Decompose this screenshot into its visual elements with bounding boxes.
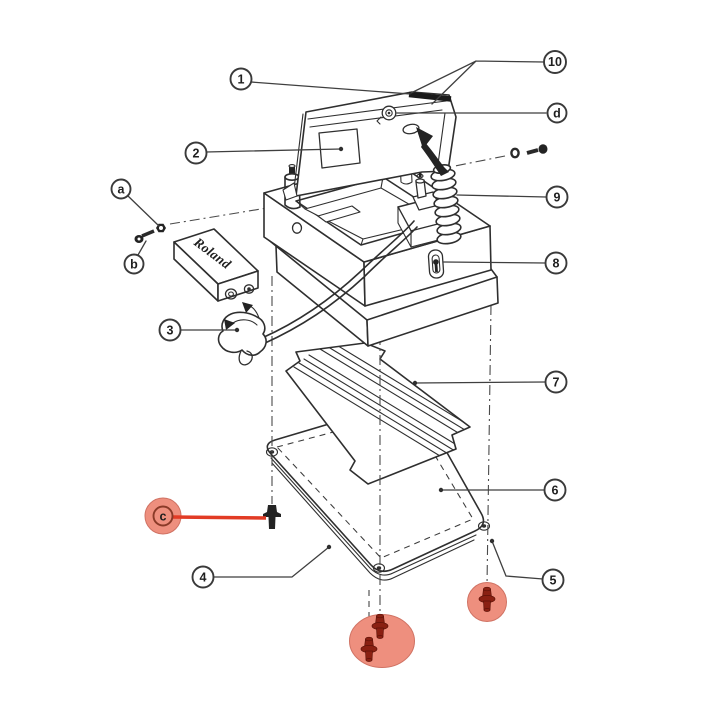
wire-harness	[261, 220, 418, 345]
treadle-edge-bumper	[408, 91, 452, 102]
callout-3: 3	[158, 318, 182, 342]
screw-d	[510, 144, 548, 159]
plate-corner-hole	[372, 563, 386, 573]
svg-text:7: 7	[553, 376, 560, 390]
svg-text:10: 10	[548, 55, 562, 69]
grommet	[376, 105, 397, 125]
battery: Roland	[173, 228, 259, 302]
callout-a: a	[110, 178, 132, 200]
spring-direction-arrow	[416, 127, 449, 176]
callout-5: 5	[541, 568, 565, 592]
callout-7: 7	[544, 370, 568, 394]
svg-text:a: a	[118, 183, 126, 197]
callout-b: b	[123, 253, 145, 275]
svg-text:b: b	[130, 258, 138, 272]
callout-c: c	[152, 505, 174, 527]
footswitch	[412, 169, 440, 211]
svg-text:5: 5	[550, 574, 557, 588]
battery-terminal	[224, 288, 238, 300]
battery-snap	[217, 302, 267, 366]
svg-text:4: 4	[200, 571, 207, 585]
highlighted-screw	[478, 586, 496, 612]
callout-2: 2	[184, 141, 208, 165]
callout-6: 6	[543, 478, 567, 502]
highlight-leader-line	[171, 515, 267, 520]
leader-lines	[127, 60, 547, 580]
jack-slot	[427, 249, 445, 279]
svg-text:3: 3	[167, 324, 174, 338]
assembly-centerlines	[169, 155, 506, 644]
callout-8: 8	[544, 251, 568, 275]
screw-c	[263, 505, 281, 529]
svg-text:9: 9	[554, 191, 561, 205]
sheet-ridges	[293, 343, 470, 460]
callout-4: 4	[191, 565, 215, 589]
svg-text:6: 6	[552, 484, 559, 498]
callout-d: d	[546, 102, 568, 124]
insulation-sheet	[285, 342, 471, 485]
callout-10: 10	[543, 50, 567, 74]
plate-corner-hole	[477, 521, 491, 531]
svg-text:8: 8	[553, 257, 560, 271]
screw-b	[134, 229, 155, 243]
svg-text:d: d	[553, 107, 561, 121]
callouts: 1 2 3 4 5 6 7 8 9 10 a b c d	[110, 50, 569, 592]
highlighted-screw	[360, 636, 378, 662]
spring-boss	[402, 123, 420, 135]
svg-text:2: 2	[193, 147, 200, 161]
svg-text:c: c	[160, 510, 167, 524]
battery-terminal	[243, 284, 255, 294]
highlighted-screw	[371, 613, 389, 639]
body-side-hole	[291, 222, 303, 234]
callout-1: 1	[229, 67, 253, 91]
red-screws	[360, 586, 496, 662]
svg-text:1: 1	[238, 73, 245, 87]
callout-9: 9	[545, 185, 569, 209]
